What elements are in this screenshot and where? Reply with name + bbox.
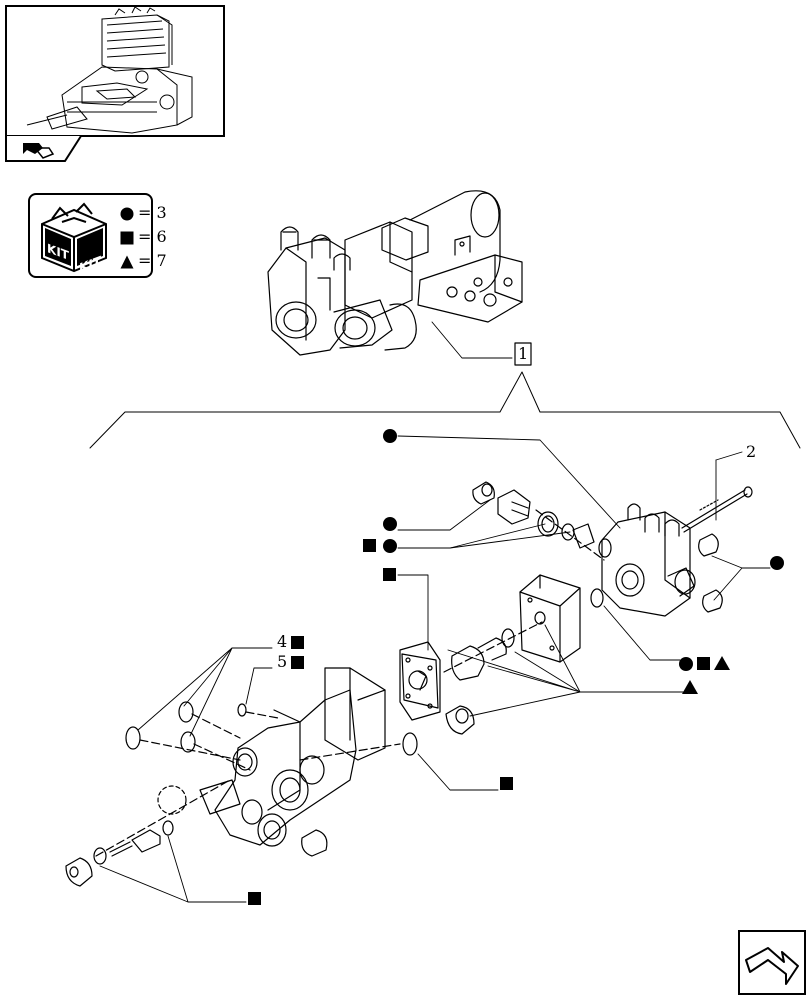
legend-triangle-count: = 7 — [138, 251, 167, 270]
circle-symbol-icon — [120, 206, 134, 220]
legend-row-circle: = 3 — [120, 203, 167, 222]
triangle-symbol-icon — [120, 254, 134, 268]
assembly-nav-tab-icon — [5, 135, 82, 162]
callout-label-1: 1 — [518, 344, 529, 363]
assembly-nav-tab[interactable] — [5, 135, 83, 162]
next-page-arrow-icon — [738, 930, 806, 995]
assembly-thumbnail — [5, 5, 225, 137]
callout-markers — [248, 429, 784, 905]
kit-legend: KIT KIT = 3 = 6 = 7 — [28, 193, 167, 278]
legend-row-square: = 6 — [120, 227, 167, 246]
callout-box-1 — [514, 342, 532, 366]
next-page-button[interactable] — [738, 930, 806, 995]
assembly-thumbnail-icon — [26, 6, 193, 134]
main-valve-body — [65, 647, 401, 903]
middle-parts — [397, 574, 687, 791]
callout-label-5: 5 — [277, 652, 288, 671]
kit-box-icon: KIT KIT — [41, 202, 107, 275]
callout-label-2: 2 — [746, 442, 757, 461]
square-symbol-icon — [120, 230, 134, 244]
assembled-valve — [267, 190, 523, 359]
callout-label-4: 4 — [277, 632, 288, 651]
legend-row-triangle: = 7 — [120, 251, 167, 270]
legend-circle-count: = 3 — [138, 203, 167, 222]
legend-square-count: = 6 — [138, 227, 167, 246]
upper-fittings — [472, 481, 605, 561]
cartridge-body — [598, 486, 753, 617]
